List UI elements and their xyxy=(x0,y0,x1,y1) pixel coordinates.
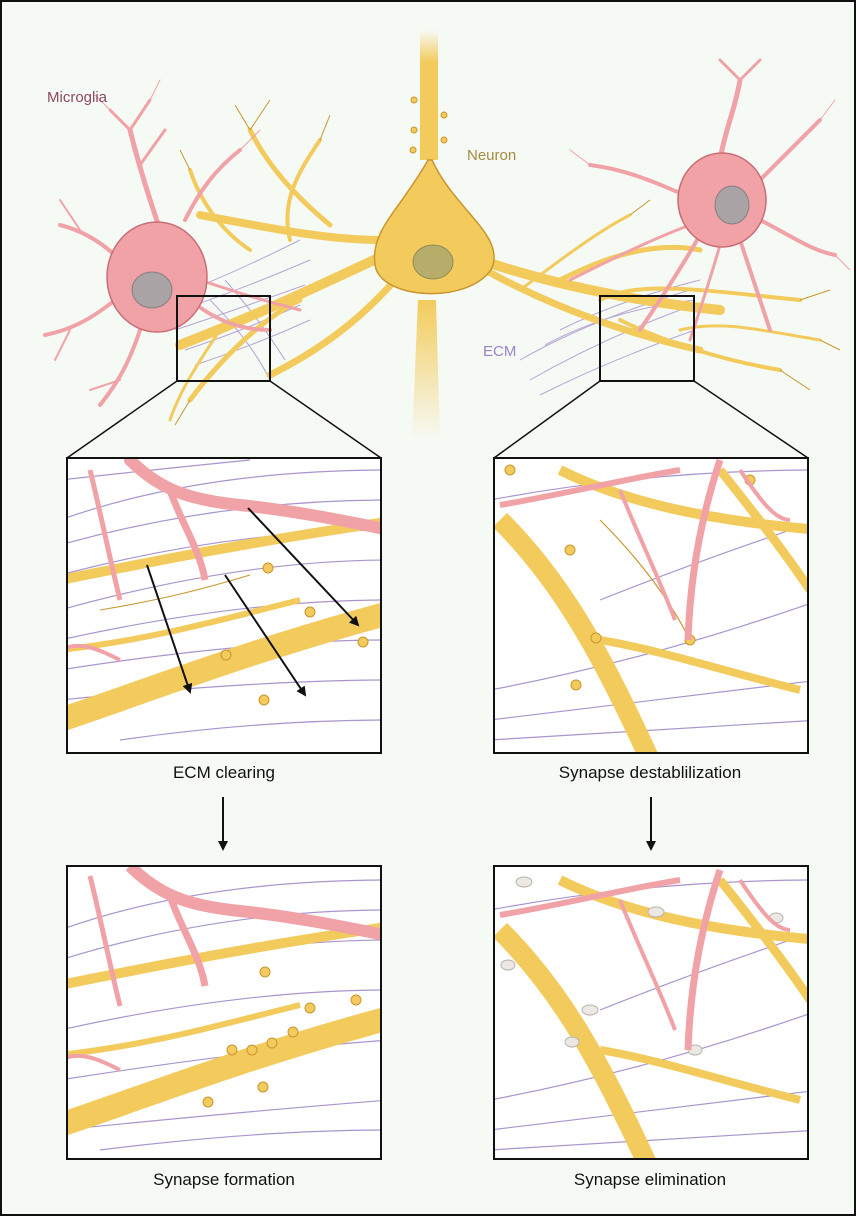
microglia-left-nucleus xyxy=(132,272,172,308)
label-ecm: ECM xyxy=(483,343,516,360)
caption-synapse-formation: Synapse formation xyxy=(64,1170,384,1190)
label-neuron: Neuron xyxy=(467,147,516,164)
panel-ecm-clearing xyxy=(60,458,400,753)
caption-ecm-clearing: ECM clearing xyxy=(64,763,384,783)
microglia-right-nucleus xyxy=(715,186,749,224)
panel-synapse-destabilization xyxy=(490,458,820,760)
label-microglia: Microglia xyxy=(47,89,107,106)
caption-synapse-destabilization: Synapse destablilization xyxy=(490,763,810,783)
neuron-axon-top xyxy=(420,30,438,160)
caption-synapse-elimination: Synapse elimination xyxy=(490,1170,810,1190)
panel-synapse-formation xyxy=(60,866,400,1159)
neuron-nucleus xyxy=(413,245,453,279)
panel-synapse-elimination xyxy=(490,866,820,1170)
